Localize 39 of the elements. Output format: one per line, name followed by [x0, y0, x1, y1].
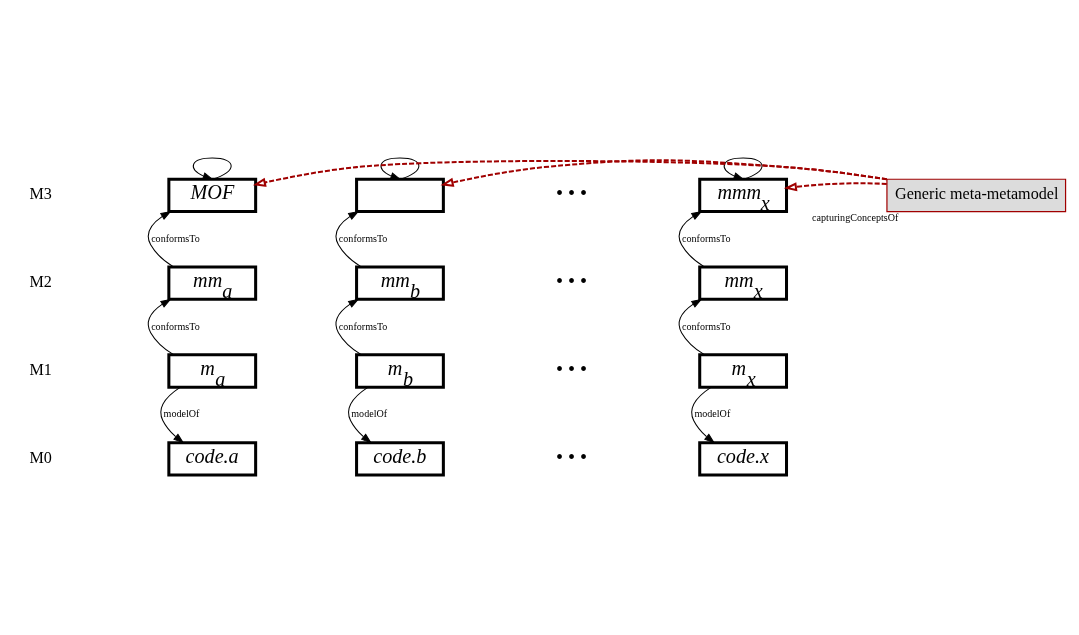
arrow [147, 298, 174, 356]
edge-label: conformsTo [338, 320, 388, 332]
edge-label: conformsTo [151, 320, 200, 332]
label: M1 [29, 360, 52, 378]
arrow [440, 159, 887, 187]
arrow [723, 157, 763, 180]
edge-label: modelOf [694, 408, 731, 420]
edge-label: conformsTo [338, 232, 388, 244]
arrow [335, 298, 362, 356]
edge-label: conformsTo [682, 232, 731, 244]
arrow [160, 386, 185, 444]
label: M2 [29, 273, 52, 291]
node-box [355, 177, 445, 214]
arrow [335, 210, 362, 268]
edge-label: modelOf [163, 408, 200, 420]
label: • • • [555, 358, 588, 381]
arrow [380, 157, 420, 180]
arrow [678, 298, 705, 356]
edge-label: conformsTo [682, 320, 731, 332]
edge-label: capturingConceptsOf [812, 212, 899, 224]
arrow [691, 386, 716, 444]
arrow [783, 182, 887, 192]
arrow [348, 386, 372, 444]
arrow [252, 160, 887, 187]
label: M3 [29, 185, 52, 203]
node-box: code.x [698, 441, 789, 477]
arrow [678, 210, 705, 268]
node-box: MOF [167, 177, 258, 214]
node-box: Generic meta-metamodel [886, 178, 1067, 213]
edge-label: modelOf [351, 408, 388, 420]
node-box: code.b [355, 441, 445, 477]
label: M0 [29, 448, 52, 466]
label: • • • [555, 270, 588, 293]
node-box: code.a [167, 441, 258, 477]
arrow [192, 157, 232, 180]
label: • • • [555, 182, 588, 205]
arrow [147, 210, 174, 268]
edge-label: conformsTo [151, 232, 200, 244]
label: • • • [555, 445, 588, 468]
